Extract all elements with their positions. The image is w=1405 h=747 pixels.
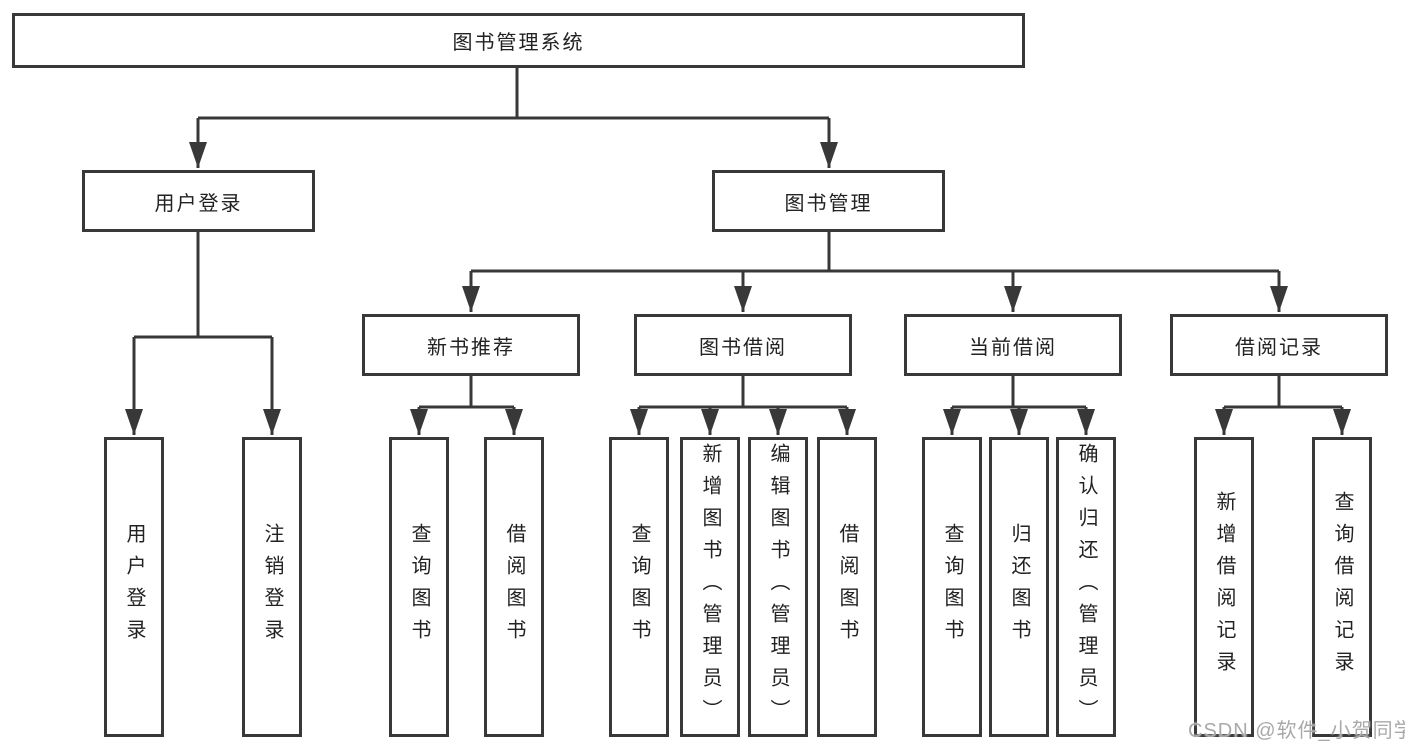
leaf-nb-borrow-books: 借阅图书 bbox=[484, 437, 544, 737]
node-new-book-recommendation-label: 新书推荐 bbox=[427, 336, 515, 359]
leaf-logout-label: 注销登录 bbox=[261, 523, 283, 651]
leaf-cb-return-books-label: 归还图书 bbox=[1008, 523, 1030, 651]
node-book-management-label: 图书管理 bbox=[784, 192, 873, 215]
node-book-borrowing: 图书借阅 bbox=[634, 314, 852, 376]
node-library-management-system-label: 图书管理系统 bbox=[452, 32, 585, 54]
leaf-bb-borrow-books-label: 借阅图书 bbox=[836, 523, 858, 651]
node-new-book-recommendation: 新书推荐 bbox=[362, 314, 580, 376]
leaf-br-add-borrow-record: 新增借阅记录 bbox=[1194, 437, 1254, 737]
leaf-cb-confirm-return-admin-label: 确认归还（管理员） bbox=[1075, 443, 1097, 731]
node-borrowing-records: 借阅记录 bbox=[1170, 314, 1388, 376]
leaf-cb-query-books: 查询图书 bbox=[922, 437, 982, 737]
node-current-borrowing-label: 当前借阅 bbox=[969, 336, 1057, 359]
leaf-cb-confirm-return-admin: 确认归还（管理员） bbox=[1056, 437, 1116, 737]
leaf-cb-query-books-label: 查询图书 bbox=[941, 523, 963, 651]
node-book-management: 图书管理 bbox=[712, 170, 945, 232]
leaf-br-query-borrow-record: 查询借阅记录 bbox=[1312, 437, 1372, 737]
node-borrowing-records-label: 借阅记录 bbox=[1235, 336, 1323, 359]
node-book-borrowing-label: 图书借阅 bbox=[699, 336, 787, 359]
leaf-bb-query-books: 查询图书 bbox=[609, 437, 669, 737]
node-user-login: 用户登录 bbox=[82, 170, 315, 232]
leaf-user-login: 用户登录 bbox=[104, 437, 164, 737]
leaf-nb-query-books-label: 查询图书 bbox=[408, 523, 430, 651]
leaf-bb-borrow-books: 借阅图书 bbox=[817, 437, 877, 737]
csdn-watermark: CSDN @软件_小贺同学 bbox=[1188, 720, 1405, 742]
leaf-nb-borrow-books-label: 借阅图书 bbox=[503, 523, 525, 651]
leaf-bb-add-books-admin-label: 新增图书（管理员） bbox=[699, 443, 721, 731]
leaf-br-add-borrow-record-label: 新增借阅记录 bbox=[1213, 491, 1235, 683]
node-library-management-system: 图书管理系统 bbox=[12, 13, 1025, 68]
leaf-bb-query-books-label: 查询图书 bbox=[628, 523, 650, 651]
leaf-bb-edit-books-admin: 编辑图书（管理员） bbox=[748, 437, 808, 737]
node-user-login-label: 用户登录 bbox=[154, 192, 243, 215]
node-current-borrowing: 当前借阅 bbox=[904, 314, 1122, 376]
leaf-user-login-label: 用户登录 bbox=[123, 523, 145, 651]
leaf-bb-edit-books-admin-label: 编辑图书（管理员） bbox=[767, 443, 789, 731]
leaf-bb-add-books-admin: 新增图书（管理员） bbox=[680, 437, 740, 737]
leaf-cb-return-books: 归还图书 bbox=[989, 437, 1049, 737]
leaf-nb-query-books: 查询图书 bbox=[389, 437, 449, 737]
edge-rails bbox=[134, 68, 1342, 409]
leaf-br-query-borrow-record-label: 查询借阅记录 bbox=[1331, 491, 1353, 683]
leaf-logout: 注销登录 bbox=[242, 437, 302, 737]
